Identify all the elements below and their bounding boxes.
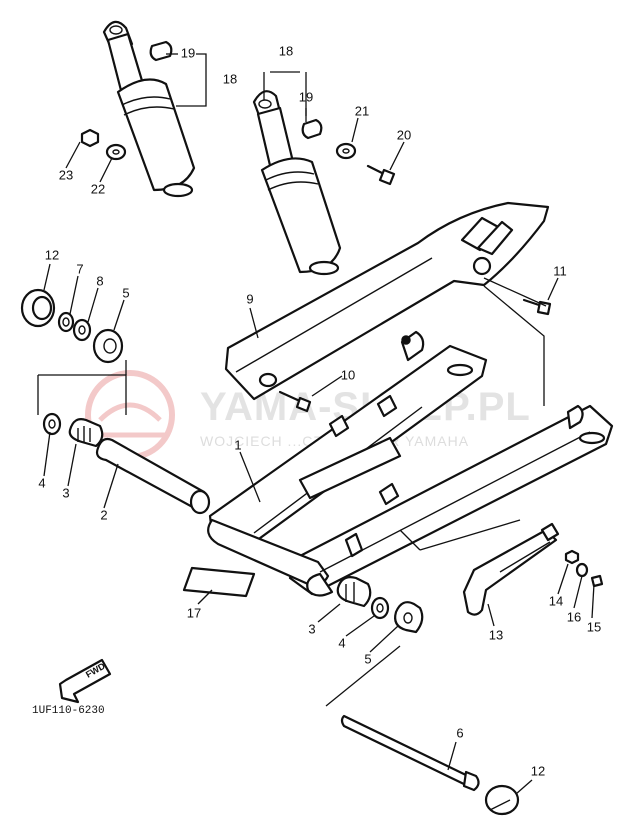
- oil-seal-7: [57, 311, 75, 333]
- nut-23: [80, 128, 100, 148]
- callout-15: 15: [587, 619, 601, 634]
- callout-18-right: 18: [279, 43, 293, 58]
- callout-17: 17: [187, 605, 201, 620]
- bolt-15: [590, 574, 604, 588]
- callout-3-right: 3: [308, 621, 315, 636]
- callout-5-top: 5: [122, 285, 129, 300]
- pivot-bolt-6: [340, 714, 480, 792]
- bushing-19-left: [149, 40, 173, 62]
- callout-22: 22: [91, 181, 105, 196]
- callout-6: 6: [456, 725, 463, 740]
- chain-case: [224, 201, 550, 401]
- collar-5-top: [92, 328, 124, 364]
- callout-2: 2: [100, 507, 107, 522]
- callout-1: 1: [234, 437, 241, 452]
- callout-21: 21: [355, 103, 369, 118]
- label-plate-17: [182, 566, 256, 598]
- bearing-3-right: [336, 576, 372, 608]
- callout-8: 8: [96, 273, 103, 288]
- washer-8: [72, 318, 92, 342]
- bolt-10: [278, 390, 312, 413]
- callout-12-bottom: 12: [531, 763, 545, 778]
- nut-14: [564, 549, 580, 565]
- cap-12-bottom: [484, 784, 520, 816]
- cap-12-top: [20, 288, 56, 328]
- callout-19-right: 19: [299, 89, 313, 104]
- callout-10: 10: [341, 367, 355, 382]
- callout-19-left: 19: [181, 45, 195, 60]
- bearing-3-left: [68, 418, 104, 448]
- washer-4-right: [370, 596, 390, 620]
- chain-puller: [462, 522, 560, 616]
- washer-21: [335, 142, 357, 160]
- rear-shock-left: [102, 20, 196, 198]
- swingarm: [207, 330, 614, 597]
- callout-5-bottom: 5: [364, 651, 371, 666]
- callout-4-left: 4: [38, 475, 45, 490]
- washer-16: [575, 562, 589, 578]
- forward-arrow-icon: FWD: [58, 658, 112, 704]
- bolt-20: [366, 164, 396, 186]
- callout-7: 7: [76, 261, 83, 276]
- callout-18-left: 18: [223, 71, 237, 86]
- callout-14: 14: [549, 593, 563, 608]
- leader-lines: [43, 53, 595, 795]
- collar-5-bottom: [394, 601, 424, 634]
- callout-9: 9: [246, 291, 253, 306]
- callout-3-left: 3: [62, 485, 69, 500]
- pivot-shaft-2: [95, 437, 211, 515]
- bolt-11: [522, 298, 552, 316]
- callout-16: 16: [567, 609, 581, 624]
- bushing-19-right: [301, 118, 323, 140]
- callouts: 19 18 18 19 21 20 23 22 12 7 8 5 9 10 11…: [38, 43, 601, 778]
- washer-4-left: [42, 412, 62, 436]
- diagram-code: 1UF110-6230: [32, 705, 105, 717]
- rear-shock-right: [252, 90, 342, 276]
- washer-22: [105, 143, 127, 161]
- callout-11: 11: [553, 263, 567, 278]
- callout-12-top: 12: [45, 247, 59, 262]
- callout-23: 23: [59, 167, 73, 182]
- callout-13: 13: [489, 627, 503, 642]
- callout-4-right: 4: [338, 635, 345, 650]
- callout-20: 20: [397, 127, 411, 142]
